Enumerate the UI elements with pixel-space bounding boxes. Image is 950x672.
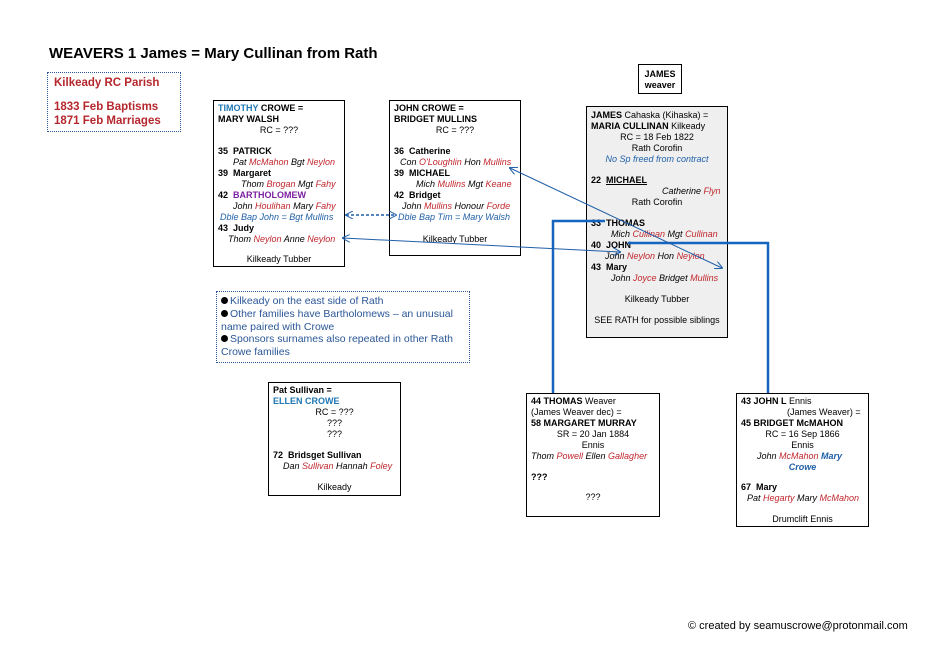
place: Ennis — [581, 440, 605, 450]
sponsors: John Joyce Bridget Mullins — [611, 273, 719, 283]
child-entry: 42 Bridget — [394, 190, 441, 200]
double-baptism-note: Dble Bap Tim = Mary Walsh — [398, 212, 511, 222]
spouse-name: BRIDGET MULLINS — [394, 114, 477, 124]
place: Kilkeady — [317, 482, 352, 492]
place: Kilkeady Tubber — [246, 254, 312, 264]
place: Rath Corofin — [631, 143, 683, 153]
sponsors: John McMahon Mary — [757, 451, 843, 461]
sponsors: John Houlihan Mary Fahy — [233, 201, 336, 211]
spouse-name: 45 BRIDGET McMAHON — [741, 418, 844, 428]
contract-note: No Sp freed from contract — [605, 154, 709, 164]
family-head: 43 JOHN L Ennis — [741, 396, 812, 406]
sponsors: Thom Powell Ellen Gallagher — [531, 451, 648, 461]
james-weaver-label: JAMES weaver — [638, 64, 682, 94]
parent-note: (James Weaver dec) = — [531, 407, 622, 417]
bullet-icon — [221, 335, 228, 342]
spouse-name: 58 MARGARET MURRAY — [531, 418, 637, 428]
child-entry: 42 BARTHOLOMEW — [218, 190, 307, 200]
descent-line-thomas — [551, 219, 605, 393]
rc-date: RC = 18 Feb 1822 — [620, 132, 694, 142]
sponsors: Thom Neylon Anne Neylon — [228, 234, 336, 244]
see-rath-note: SEE RATH for possible siblings — [594, 315, 720, 325]
sponsors: Dan Sullivan Hannah Foley — [283, 461, 393, 471]
child-entry: 39 MICHAEL — [394, 168, 451, 178]
sr-date: SR = 20 Jan 1884 — [556, 429, 630, 439]
child-entry: 43 Judy — [218, 223, 255, 233]
unknown-child: ??? — [531, 472, 548, 482]
footer-credit: © created by seamuscrowe@protonmail.com — [688, 620, 908, 632]
note-item-continued: name paired with Crowe — [221, 321, 335, 333]
rc-date: RC = ??? — [259, 125, 299, 135]
unknown: ??? — [326, 429, 343, 439]
note-item: Sponsors surnames also repeated in other… — [221, 333, 453, 345]
sponsor-surname: Crowe — [788, 462, 817, 472]
sponsors: Mich Mullins Mgt Keane — [416, 179, 512, 189]
sponsors: Thom Brogan Mgt Fahy — [241, 179, 336, 189]
child-entry: 39 Margaret — [218, 168, 272, 178]
note-item-continued: Crowe families — [221, 346, 290, 358]
child-entry: 36 Catherine — [394, 146, 451, 156]
family-head: JOHN CROWE = — [394, 103, 464, 113]
parish-name: Kilkeady RC Parish — [54, 77, 160, 89]
place: Kilkeady Tubber — [624, 294, 690, 304]
family-head: TIMOTHY CROWE = — [218, 103, 304, 113]
family-box-pat-sullivan: Pat Sullivan = ELLEN CROWE RC = ??? ??? … — [268, 382, 401, 496]
family-head: Pat Sullivan = — [273, 385, 332, 395]
child-entry: 72 Bridsget Sullivan — [273, 450, 362, 460]
note-item: Kilkeady on the east side of Rath — [221, 295, 384, 307]
sponsor-link-mullins — [510, 168, 722, 268]
double-baptism-note: Dble Bap John = Bgt Mullins — [220, 212, 334, 222]
unknown: ??? — [585, 492, 601, 502]
child-entry: 67 Mary — [741, 482, 778, 492]
bullet-icon — [221, 310, 228, 317]
rc-date: RC = 16 Sep 1866 — [765, 429, 840, 439]
sponsors: Pat McMahon Bgt Neylon — [233, 157, 336, 167]
marriages-range: 1871 Feb Marriages — [54, 115, 161, 127]
spouse-name: MARY WALSH — [218, 114, 280, 124]
bullet-icon — [221, 297, 228, 304]
spouse-name: MARIA CULLINAN Kilkeady — [591, 121, 706, 131]
family-head: JAMES Cahaska (Kihaska) = — [591, 110, 709, 120]
sponsors: Con O'Loughlin Hon Mullins — [400, 157, 512, 167]
parent-note: (James Weaver) = — [787, 407, 861, 417]
family-box-timothy-crowe: TIMOTHY CROWE = MARY WALSH RC = ??? 35 P… — [213, 100, 345, 267]
descent-line-john — [628, 241, 770, 393]
sponsors: John Mullins Honour Forde — [402, 201, 511, 211]
family-box-john-crowe: JOHN CROWE = BRIDGET MULLINS RC = ??? 36… — [389, 100, 521, 256]
parish-info-box: Kilkeady RC Parish 1833 Feb Baptisms 187… — [47, 72, 181, 132]
rc-date: RC = ??? — [435, 125, 475, 135]
family-head: 44 THOMAS Weaver — [531, 396, 616, 406]
sponsor-link-neylon — [343, 238, 620, 252]
unknown: ??? — [326, 418, 343, 428]
rc-date: RC = ??? — [315, 407, 354, 417]
family-box-john-l-ennis: 43 JOHN L Ennis (James Weaver) = 45 BRID… — [736, 393, 869, 527]
sponsors: Pat Hegarty Mary McMahon — [747, 493, 860, 503]
place: Drumclift Ennis — [772, 514, 833, 524]
child-entry: 35 PATRICK — [218, 146, 272, 156]
spouse-name: ELLEN CROWE — [273, 396, 340, 406]
page-title: WEAVERS 1 James = Mary Cullinan from Rat… — [49, 45, 378, 62]
notes-box: Kilkeady on the east side of Rath Other … — [216, 291, 470, 363]
place: Ennis — [791, 440, 814, 450]
family-box-thomas-weaver: 44 THOMAS Weaver (James Weaver dec) = 58… — [526, 393, 660, 517]
baptisms-range: 1833 Feb Baptisms — [54, 101, 159, 113]
note-item: Other families have Bartholomews – an un… — [221, 308, 453, 320]
